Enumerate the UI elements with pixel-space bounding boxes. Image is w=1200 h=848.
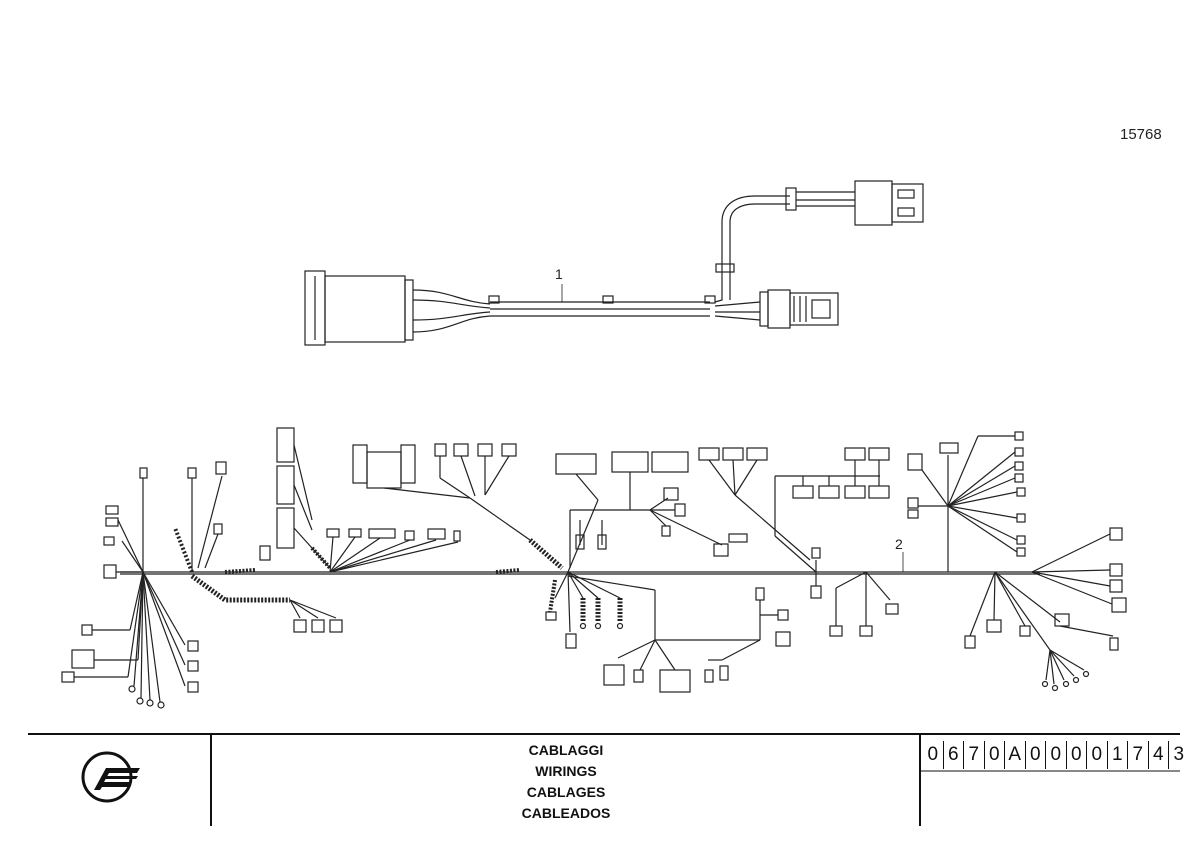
callout-item-2: 2	[895, 536, 903, 552]
title-block-frame	[28, 733, 1180, 826]
title-line-fr: CABLAGES	[526, 784, 606, 800]
part-code-char: 0	[985, 741, 1005, 769]
part-code-char: 1	[1108, 741, 1128, 769]
part-code-char: A	[1005, 741, 1026, 769]
part-code-char: 0	[1087, 741, 1108, 769]
callout-item-1: 1	[555, 266, 563, 282]
part-code-char: 7	[964, 741, 985, 769]
brand-logo-icon	[81, 751, 140, 803]
title-text-block: CABLAGGI WIRINGS CABLAGES CABLEADOS	[212, 740, 920, 824]
part-code-char: 0	[1026, 741, 1046, 769]
part-code-char: 0	[1046, 741, 1067, 769]
title-line-en: WIRINGS	[535, 763, 597, 779]
part-code-char: 7	[1128, 741, 1149, 769]
part-code-char: 6	[944, 741, 964, 769]
part-code-char: 3	[1173, 744, 1185, 765]
part-code-char: 4	[1149, 741, 1169, 769]
part-code-char: 0	[923, 741, 944, 769]
title-line-it: CABLAGGI	[528, 742, 604, 758]
part-code-char: 0	[1067, 741, 1087, 769]
harness-1	[304, 180, 924, 346]
harness-2	[61, 427, 1127, 709]
sheet-reference-number: 15768	[1120, 126, 1162, 143]
title-line-es: CABLEADOS	[521, 805, 611, 821]
part-code: 0 6 7 0 A 0 0 0 0 1 7 4 3	[923, 741, 1189, 771]
